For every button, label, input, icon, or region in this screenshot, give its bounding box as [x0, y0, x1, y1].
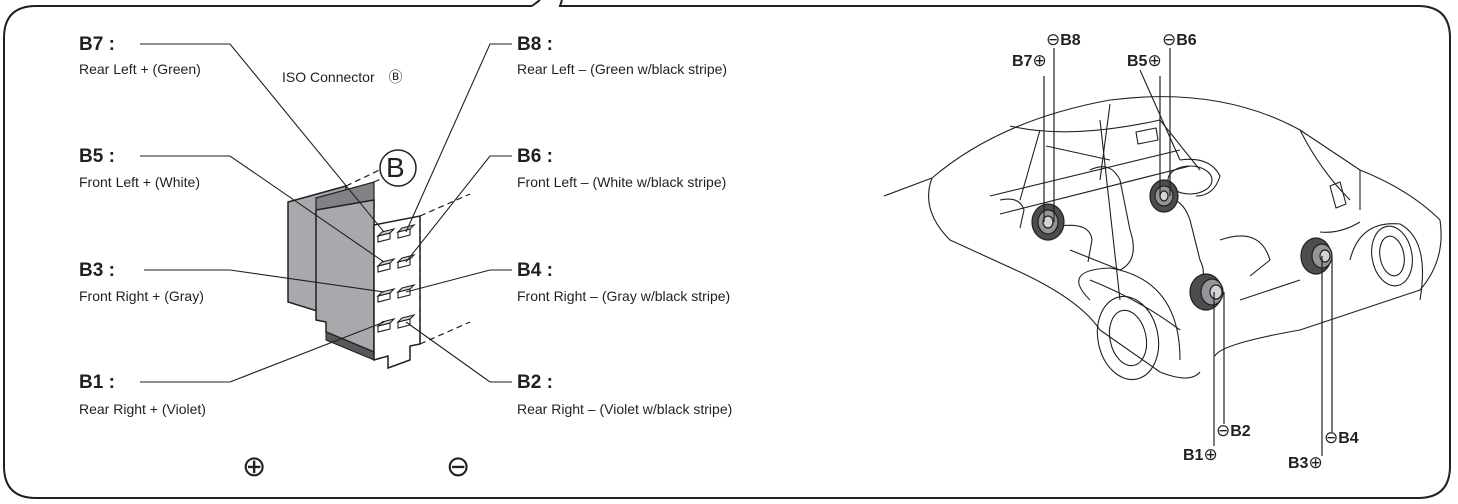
- terminal-b8-code: B8: [1060, 32, 1081, 49]
- pin-b2-code: B2 :: [517, 372, 553, 393]
- terminal-b3-plus-icon: ⊕: [1308, 453, 1323, 472]
- minus-icon: ⊖: [446, 451, 471, 483]
- terminal-b1-plus-icon: ⊕: [1203, 445, 1218, 464]
- terminal-b2: ⊖B2: [1216, 422, 1251, 441]
- terminal-b8: ⊖B8: [1046, 31, 1081, 50]
- terminal-b1: B1⊕: [1183, 446, 1218, 465]
- speaker-rear-right: [1189, 273, 1224, 311]
- terminal-b2-minus-icon: ⊖: [1216, 421, 1231, 440]
- connector-big-letter: B: [386, 152, 405, 183]
- terminal-b5: B5⊕: [1127, 52, 1162, 71]
- terminal-b7-code: B7: [1012, 53, 1033, 70]
- connector-pins: [376, 223, 416, 333]
- speakers: [1031, 179, 1333, 311]
- pin-b7-code: B7 :: [79, 34, 115, 55]
- iso-connector-title-text: ISO Connector: [282, 69, 375, 85]
- terminal-b3-code: B3: [1288, 455, 1309, 472]
- car-drawing: [883, 69, 1442, 381]
- pin-b4-code: B4 :: [517, 260, 553, 281]
- pin-b6-desc: Front Left – (White w/black stripe): [517, 174, 727, 190]
- iso-connector-title: ISO Connector Ⓑ: [282, 67, 403, 87]
- terminal-b4-minus-icon: ⊖: [1324, 428, 1339, 447]
- pin-b8-desc: Rear Left – (Green w/black stripe): [517, 61, 728, 77]
- terminal-b7-plus-icon: ⊕: [1032, 51, 1047, 70]
- pin-b5-code: B5 :: [79, 146, 115, 167]
- leader-lines: [140, 43, 512, 383]
- terminal-b6-code: B6: [1176, 32, 1197, 49]
- speaker-front-right: [1300, 237, 1333, 275]
- terminal-b6: ⊖B6: [1162, 31, 1197, 50]
- pin-b3-desc: Front Right + (Gray): [79, 288, 204, 304]
- terminal-b5-plus-icon: ⊕: [1147, 51, 1162, 70]
- speaker-leads: [1043, 48, 1333, 456]
- speaker-front-left: [1149, 179, 1179, 213]
- terminal-b3: B3⊕: [1288, 454, 1323, 473]
- terminal-b5-code: B5: [1127, 53, 1148, 70]
- pin-b1-desc: Rear Right + (Violet): [79, 401, 206, 417]
- pin-b3-code: B3 :: [79, 260, 115, 281]
- terminal-b8-minus-icon: ⊖: [1046, 30, 1061, 49]
- iso-connector-drawing: [287, 149, 471, 370]
- connector-b-circle: [379, 149, 417, 187]
- iso-connector-badge: Ⓑ: [388, 69, 403, 85]
- pin-b5-desc: Front Left + (White): [79, 174, 200, 190]
- pin-b8-code: B8 :: [517, 34, 553, 55]
- pin-b6-code: B6 :: [517, 146, 553, 167]
- terminal-b4-code: B4: [1338, 430, 1359, 447]
- terminal-b1-code: B1: [1183, 447, 1204, 464]
- pin-b7-desc: Rear Left + (Green): [79, 61, 201, 77]
- pin-b1-code: B1 :: [79, 372, 115, 393]
- terminal-b7: B7⊕: [1012, 52, 1047, 71]
- plus-icon: ⊕: [242, 451, 267, 483]
- panel-frame: [3, 0, 1451, 499]
- terminal-b2-code: B2: [1230, 423, 1251, 440]
- terminal-b4: ⊖B4: [1324, 429, 1359, 448]
- speaker-rear-left: [1031, 203, 1065, 241]
- pin-b2-desc: Rear Right – (Violet w/black stripe): [517, 401, 733, 417]
- pin-b4-desc: Front Right – (Gray w/black stripe): [517, 288, 731, 304]
- terminal-b6-minus-icon: ⊖: [1162, 30, 1177, 49]
